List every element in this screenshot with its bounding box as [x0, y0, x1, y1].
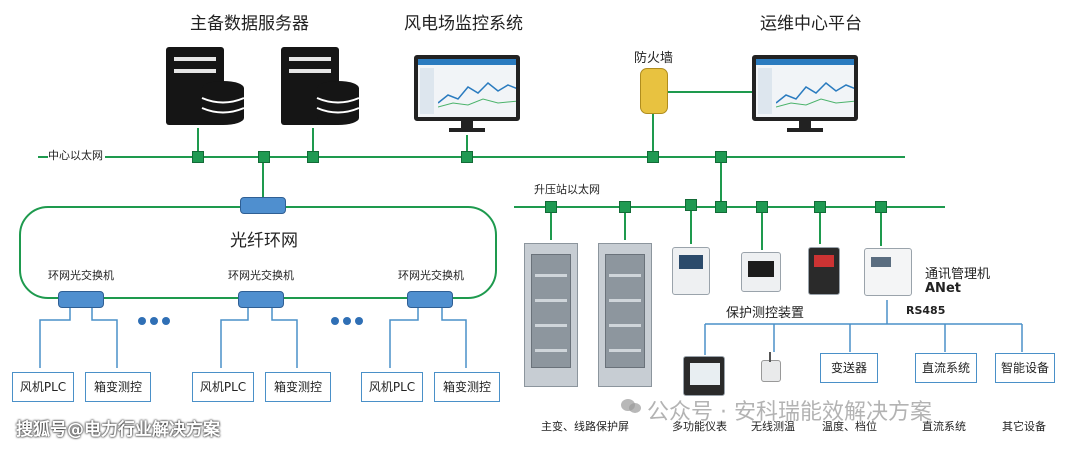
network-switch-node [619, 201, 631, 213]
anet-label: ANet [925, 281, 961, 296]
protection-device-icon [808, 247, 840, 295]
bottom-label: 多功能仪表 [672, 420, 727, 433]
wireless-temp-icon [757, 352, 783, 382]
turbine-plc-box: 风机PLC [361, 372, 423, 402]
network-switch-node [685, 199, 697, 211]
servers-label: 主备数据服务器 [190, 14, 309, 34]
network-switch-node [814, 201, 826, 213]
bottom-label: 无线测温 [751, 420, 795, 433]
fiber-ring [19, 206, 497, 299]
protection-device-icon [741, 252, 781, 292]
ring-optical-switch [238, 291, 284, 308]
comm-manager-label: 通讯管理机 [925, 267, 991, 282]
ring-switch-label: 环网光交换机 [228, 269, 294, 282]
bottom-label: 直流系统 [922, 420, 966, 433]
ring-optical-switch [58, 291, 104, 308]
sohu-watermark: 搜狐号@电力行业解决方案 [16, 420, 220, 440]
rs485-label: RS485 [906, 304, 946, 317]
station-ethernet-label: 升压站以太网 [534, 183, 600, 196]
monitor-screen-icon [414, 55, 520, 121]
rs485-bus [704, 300, 1023, 355]
ops-center-label: 运维中心平台 [760, 14, 862, 34]
comm-manager-icon [864, 248, 912, 296]
fiber-ring-label: 光纤环网 [230, 231, 298, 251]
box-transformer-box: 箱变测控 [85, 372, 151, 402]
dc-system-box: 直流系统 [915, 353, 977, 383]
network-switch-node [715, 201, 727, 213]
ring-optical-switch [407, 291, 453, 308]
multifunction-meter-icon [683, 356, 725, 396]
protection-cabinet-icon [598, 243, 652, 387]
network-switch-node [545, 201, 557, 213]
wechat-watermark: 公众号 · 安科瑞能效解决方案 [647, 400, 932, 425]
network-switch-node [756, 201, 768, 213]
network-switch-node [647, 151, 659, 163]
turbine-plc-box: 风机PLC [12, 372, 74, 402]
box-transformer-box: 箱变测控 [265, 372, 331, 402]
center-ethernet-label: 中心以太网 [48, 147, 105, 163]
turbine-plc-box: 风机PLC [192, 372, 254, 402]
network-switch-node [715, 151, 727, 163]
wechat-icon [621, 399, 641, 413]
ring-core-switch [240, 197, 286, 214]
ring-switch-label: 环网光交换机 [48, 269, 114, 282]
firewall-icon [640, 68, 668, 114]
box-transformer-box: 箱变测控 [434, 372, 500, 402]
protection-device-icon [672, 247, 710, 295]
database-icon [316, 81, 360, 125]
protection-cabinet-icon [524, 243, 578, 387]
ring-switch-label: 环网光交换机 [398, 269, 464, 282]
monitor-system-label: 风电场监控系统 [404, 14, 523, 34]
protection-device-label: 保护测控装置 [726, 306, 805, 321]
network-switch-node [258, 151, 270, 163]
database-icon [201, 81, 245, 125]
network-switch-node [192, 151, 204, 163]
firewall-label: 防火墙 [634, 51, 674, 66]
transmitter-box: 变送器 [820, 353, 878, 383]
monitor-screen-icon [752, 55, 858, 121]
network-switch-node [307, 151, 319, 163]
bottom-label: 其它设备 [1002, 420, 1046, 433]
network-switch-node [875, 201, 887, 213]
smart-device-box: 智能设备 [995, 353, 1055, 383]
more-switches-dots [138, 317, 363, 325]
network-switch-node [461, 151, 473, 163]
bottom-label: 主变、线路保护屏 [541, 420, 629, 433]
bottom-label: 温度、档位 [822, 420, 877, 433]
